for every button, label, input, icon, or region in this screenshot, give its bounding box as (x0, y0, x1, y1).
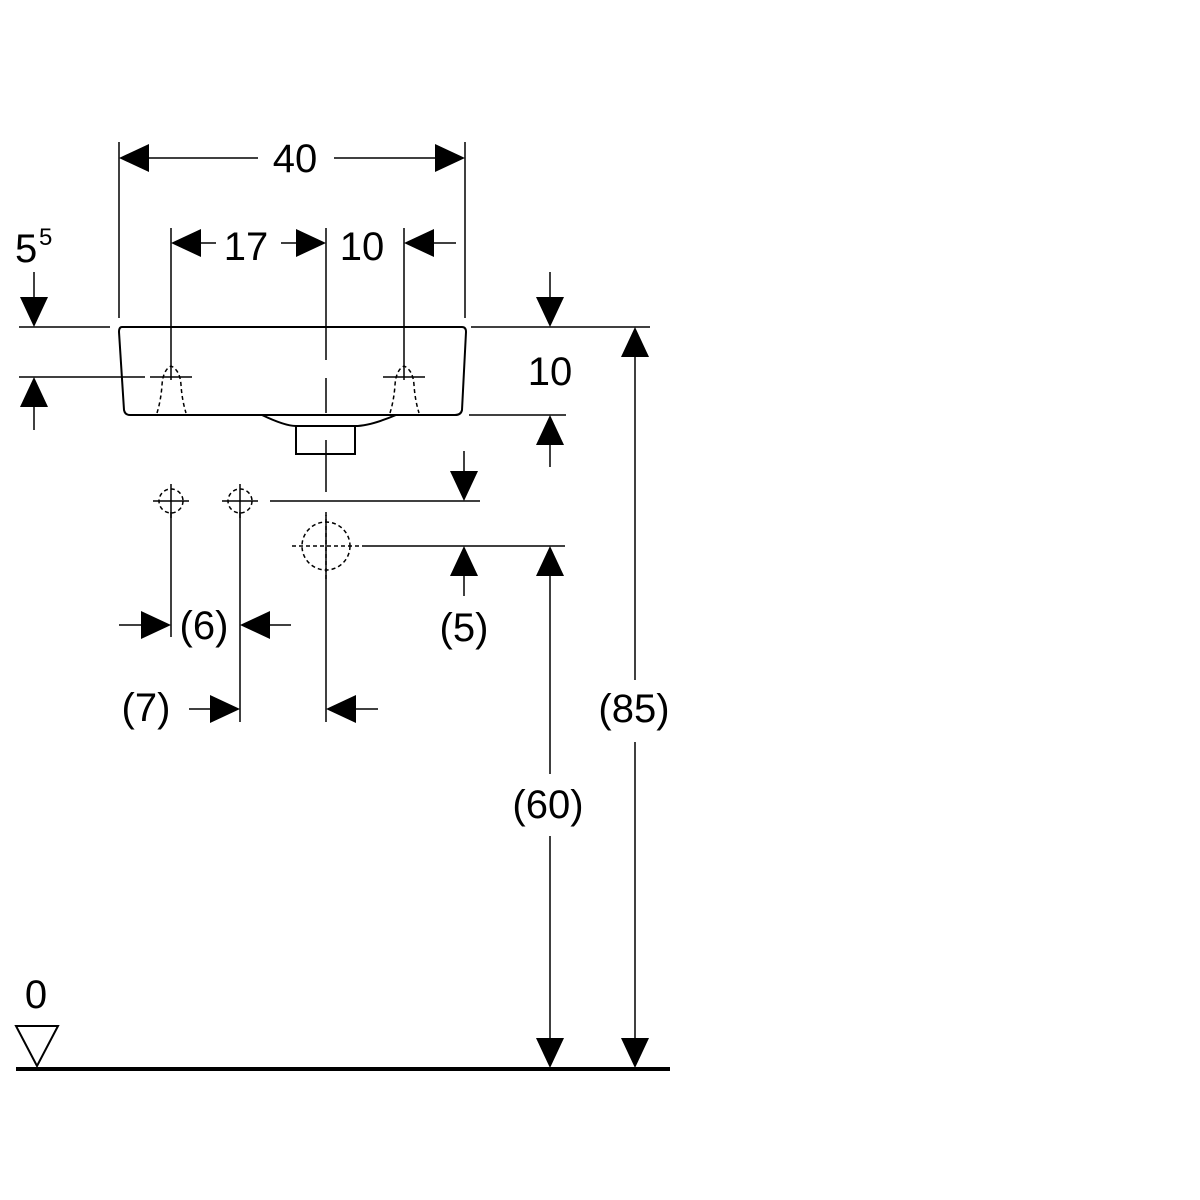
dimension-label-60-paren: (60) (512, 783, 583, 827)
dimension-label-10-top: 10 (340, 225, 385, 269)
dimension-overall-width (119, 144, 465, 172)
dimension-label-85-paren: (85) (598, 687, 669, 731)
dimension-label-5-superscript: 5 (39, 224, 52, 251)
dimension-label-5: 5 (15, 227, 37, 271)
dimension-supply-to-waste (189, 695, 378, 723)
dimension-supply-spacing (119, 611, 291, 639)
dimension-rim-height (621, 327, 649, 1068)
dimension-label-7-paren: (7) (122, 686, 171, 730)
dimension-waste-offset (450, 451, 478, 596)
dimension-label-5-paren: (5) (440, 606, 489, 650)
dimension-tap-offsets (171, 229, 456, 257)
dimension-top-edge (20, 272, 48, 430)
floor-level-marker (14, 1025, 670, 1071)
supply-symbol-hot (222, 484, 258, 518)
dimension-label-17: 17 (224, 225, 269, 269)
floor-level-label: 0 (25, 973, 47, 1017)
supply-symbol-cold (153, 484, 189, 518)
dimension-label-40: 40 (273, 137, 318, 181)
dimension-waste-height (536, 546, 564, 1068)
dimension-label-10-depth: 10 (528, 350, 573, 394)
dimension-basin-depth (536, 272, 564, 467)
dimension-label-6-paren: (6) (180, 604, 229, 648)
waste-outlet-symbol (292, 512, 360, 580)
